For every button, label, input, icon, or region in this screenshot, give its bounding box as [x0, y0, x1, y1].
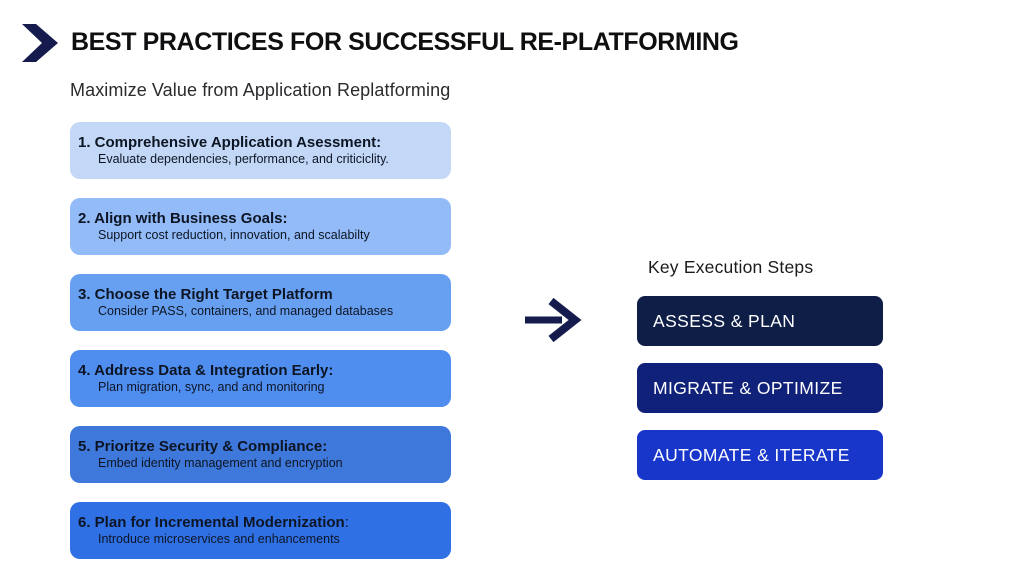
practice-item-2: 2. Align with Business Goals: Support co…: [70, 198, 451, 255]
execution-steps-list: ASSESS & PLAN MIGRATE & OPTIMIZE AUTOMAT…: [637, 296, 883, 480]
practice-description: Support cost reduction, innovation, and …: [98, 228, 370, 243]
practice-title: 4. Address Data & Integration Early:: [78, 361, 334, 379]
step-migrate-optimize: MIGRATE & OPTIMIZE: [637, 363, 883, 413]
header: BEST PRACTICES FOR SUCCESSFUL RE-PLATFOR…: [22, 22, 739, 62]
practice-item-5: 5. Prioritze Security & Compliance: Embe…: [70, 426, 451, 483]
execution-steps-heading: Key Execution Steps: [648, 257, 814, 277]
chevron-right-icon: [22, 24, 58, 62]
practice-description: Plan migration, sync, and and monitoring: [98, 380, 325, 395]
right-arrow-head: [548, 297, 582, 343]
practice-title: 6. Plan for Incremental Modernization:: [78, 513, 443, 533]
practice-title-colon: :: [344, 513, 349, 531]
step-automate-iterate: AUTOMATE & ITERATE: [637, 430, 883, 480]
practice-item-6: 6. Plan for Incremental Modernization: I…: [70, 502, 451, 559]
practice-title-text: 6. Plan for Incremental Modernization: [78, 513, 345, 531]
practice-description: Consider PASS, containers, and managed d…: [98, 304, 394, 319]
step-assess-plan: ASSESS & PLAN: [637, 296, 883, 346]
practice-title: 5. Prioritze Security & Compliance:: [78, 437, 328, 455]
practice-title: 1. Comprehensive Application Asessment:: [78, 133, 382, 151]
practice-description: Embed identity management and encryption: [98, 456, 343, 471]
chevron-right-shape: [22, 24, 58, 62]
practice-description: Introduce microservices and enhancements: [98, 532, 340, 547]
practice-description: Evaluate dependencies, performance, and …: [98, 152, 389, 167]
page-title: BEST PRACTICES FOR SUCCESSFUL RE-PLATFOR…: [71, 27, 739, 56]
right-arrow-icon: [525, 297, 582, 343]
right-arrow-shaft: [525, 316, 562, 324]
practice-item-4: 4. Address Data & Integration Early: Pla…: [70, 350, 451, 407]
subtitle: Maximize Value from Application Replatfo…: [70, 80, 451, 100]
practice-title: 2. Align with Business Goals:: [78, 209, 288, 227]
practice-item-1: 1. Comprehensive Application Asessment: …: [70, 122, 451, 179]
practice-title: 3. Choose the Right Target Platform: [78, 285, 333, 303]
practice-item-3: 3. Choose the Right Target Platform Cons…: [70, 274, 451, 331]
practices-list: 1. Comprehensive Application Asessment: …: [70, 122, 451, 559]
